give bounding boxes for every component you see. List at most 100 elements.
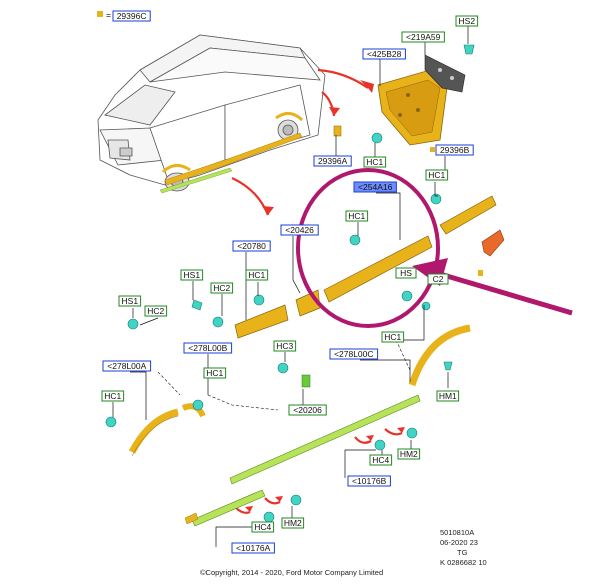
callout-text: <278L00C <box>334 349 373 359</box>
callout-219a59: <219A59 <box>401 31 445 43</box>
callout-278l00b: <278L00B <box>183 342 233 354</box>
callout-box <box>363 156 387 168</box>
callout-10176b: <10176B <box>347 475 391 487</box>
side-molding-20780 <box>234 304 289 339</box>
callout-text: <20780 <box>237 241 266 251</box>
callout-29396c: 29396C <box>112 10 151 22</box>
callout-hm2-a: HM2 <box>397 448 421 460</box>
callout-box <box>347 475 391 487</box>
callout-hc4-a: HC4 <box>369 454 393 466</box>
callout-text: <10176B <box>352 476 387 486</box>
callout-text: HC2 <box>213 283 230 293</box>
callout-text: HC4 <box>254 522 271 532</box>
callout-box <box>401 31 445 43</box>
rear-bracket <box>424 54 466 93</box>
callout-box <box>455 15 479 27</box>
callout-text: HC1 <box>104 391 121 401</box>
callout-text: HC1 <box>348 211 365 221</box>
part-29396a <box>333 125 342 137</box>
callout-box <box>273 340 297 352</box>
callout-text: C2 <box>433 274 444 284</box>
callout-box <box>112 10 151 22</box>
callout-text: HM1 <box>439 391 457 401</box>
rocker-strip-lower <box>191 489 266 527</box>
ref-code: TG <box>457 548 468 557</box>
callout-text: HC1 <box>384 332 401 342</box>
callout-20780: <20780 <box>232 240 271 252</box>
copyright-text: ©Copyright, 2014 - 2020, Ford Motor Comp… <box>200 568 383 577</box>
side-molding-254a16 <box>323 235 433 303</box>
callout-20206: <20206 <box>288 404 327 416</box>
callout-text: HC3 <box>276 341 293 351</box>
callout-box <box>232 240 271 252</box>
van-lower-strip <box>159 167 233 194</box>
callout-hs-right: HS <box>395 267 417 279</box>
callout-box <box>245 269 269 281</box>
callout-text: HC1 <box>206 368 223 378</box>
callout-29396a: 29396A <box>313 155 352 167</box>
van-sill-highlight <box>164 132 303 186</box>
callout-hc1-c: HC1 <box>345 210 369 222</box>
part-small-yellow <box>478 270 483 276</box>
ref-part-number: K 0286682 10 <box>440 558 487 567</box>
callout-box <box>102 360 152 372</box>
callout-text: <278L00A <box>107 361 146 371</box>
callout-text: HM2 <box>284 518 302 528</box>
callout-text: 29396C <box>117 11 147 21</box>
callout-hc4-b: HC4 <box>251 521 275 533</box>
rocker-strip-lower-yellow <box>184 512 199 525</box>
callout-hm1: HM1 <box>436 390 460 402</box>
wheel-arch-front <box>128 408 179 454</box>
callout-text: <20206 <box>293 405 322 415</box>
callout-text: <254A16 <box>358 182 393 192</box>
callout-box <box>395 267 417 279</box>
callout-text: 29396B <box>440 145 470 155</box>
callout-text: HC1 <box>248 270 265 280</box>
callout-box <box>144 305 168 317</box>
callout-box <box>231 542 275 554</box>
callout-box <box>118 295 142 307</box>
wheel-arch-front-edge <box>131 415 179 457</box>
callout-box <box>345 210 369 222</box>
callout-text: HC1 <box>428 170 445 180</box>
callout-hc1-f: HC1 <box>203 367 227 379</box>
callout-text: HC2 <box>147 306 164 316</box>
part-29396b-swatch <box>430 147 435 152</box>
callout-text: <219A59 <box>406 32 441 42</box>
van-illustration <box>97 34 326 192</box>
callout-text: HS1 <box>122 296 139 306</box>
legend-equals: = <box>106 10 111 20</box>
callout-box <box>435 144 474 156</box>
callout-box <box>251 521 275 533</box>
callout-box <box>180 269 204 281</box>
callout-text: HC1 <box>366 157 383 167</box>
callout-box <box>280 224 319 236</box>
highlight-arrow-shaft <box>439 271 573 316</box>
callout-hm2-b: HM2 <box>281 517 305 529</box>
dashed-leaders <box>157 339 411 411</box>
callout-text: <20426 <box>285 225 314 235</box>
callout-box <box>427 273 449 285</box>
callout-box <box>281 517 305 529</box>
rear-corner-trim <box>481 229 505 257</box>
callout-hc2-a: HC2 <box>210 282 234 294</box>
callout-box <box>369 454 393 466</box>
callout-hc1-g: HC1 <box>101 390 125 402</box>
callout-hc2-b: HC2 <box>144 305 168 317</box>
callout-hs1-b: HS1 <box>118 295 142 307</box>
ref-date: 06-2020 23 <box>440 538 478 547</box>
van-front-arch <box>161 164 191 174</box>
callout-29396b: 29396B <box>435 144 474 156</box>
callout-box <box>101 390 125 402</box>
callout-box <box>288 404 327 416</box>
callout-text: HS1 <box>184 270 201 280</box>
callout-box <box>183 342 233 354</box>
callout-20426: <20426 <box>280 224 319 236</box>
wheel-arch-rear <box>408 324 471 387</box>
callout-hc3: HC3 <box>273 340 297 352</box>
rocker-strip-upper <box>229 394 421 485</box>
callout-box <box>203 367 227 379</box>
callout-hc1-b: HC1 <box>425 169 449 181</box>
legend-color-swatch <box>97 11 103 17</box>
